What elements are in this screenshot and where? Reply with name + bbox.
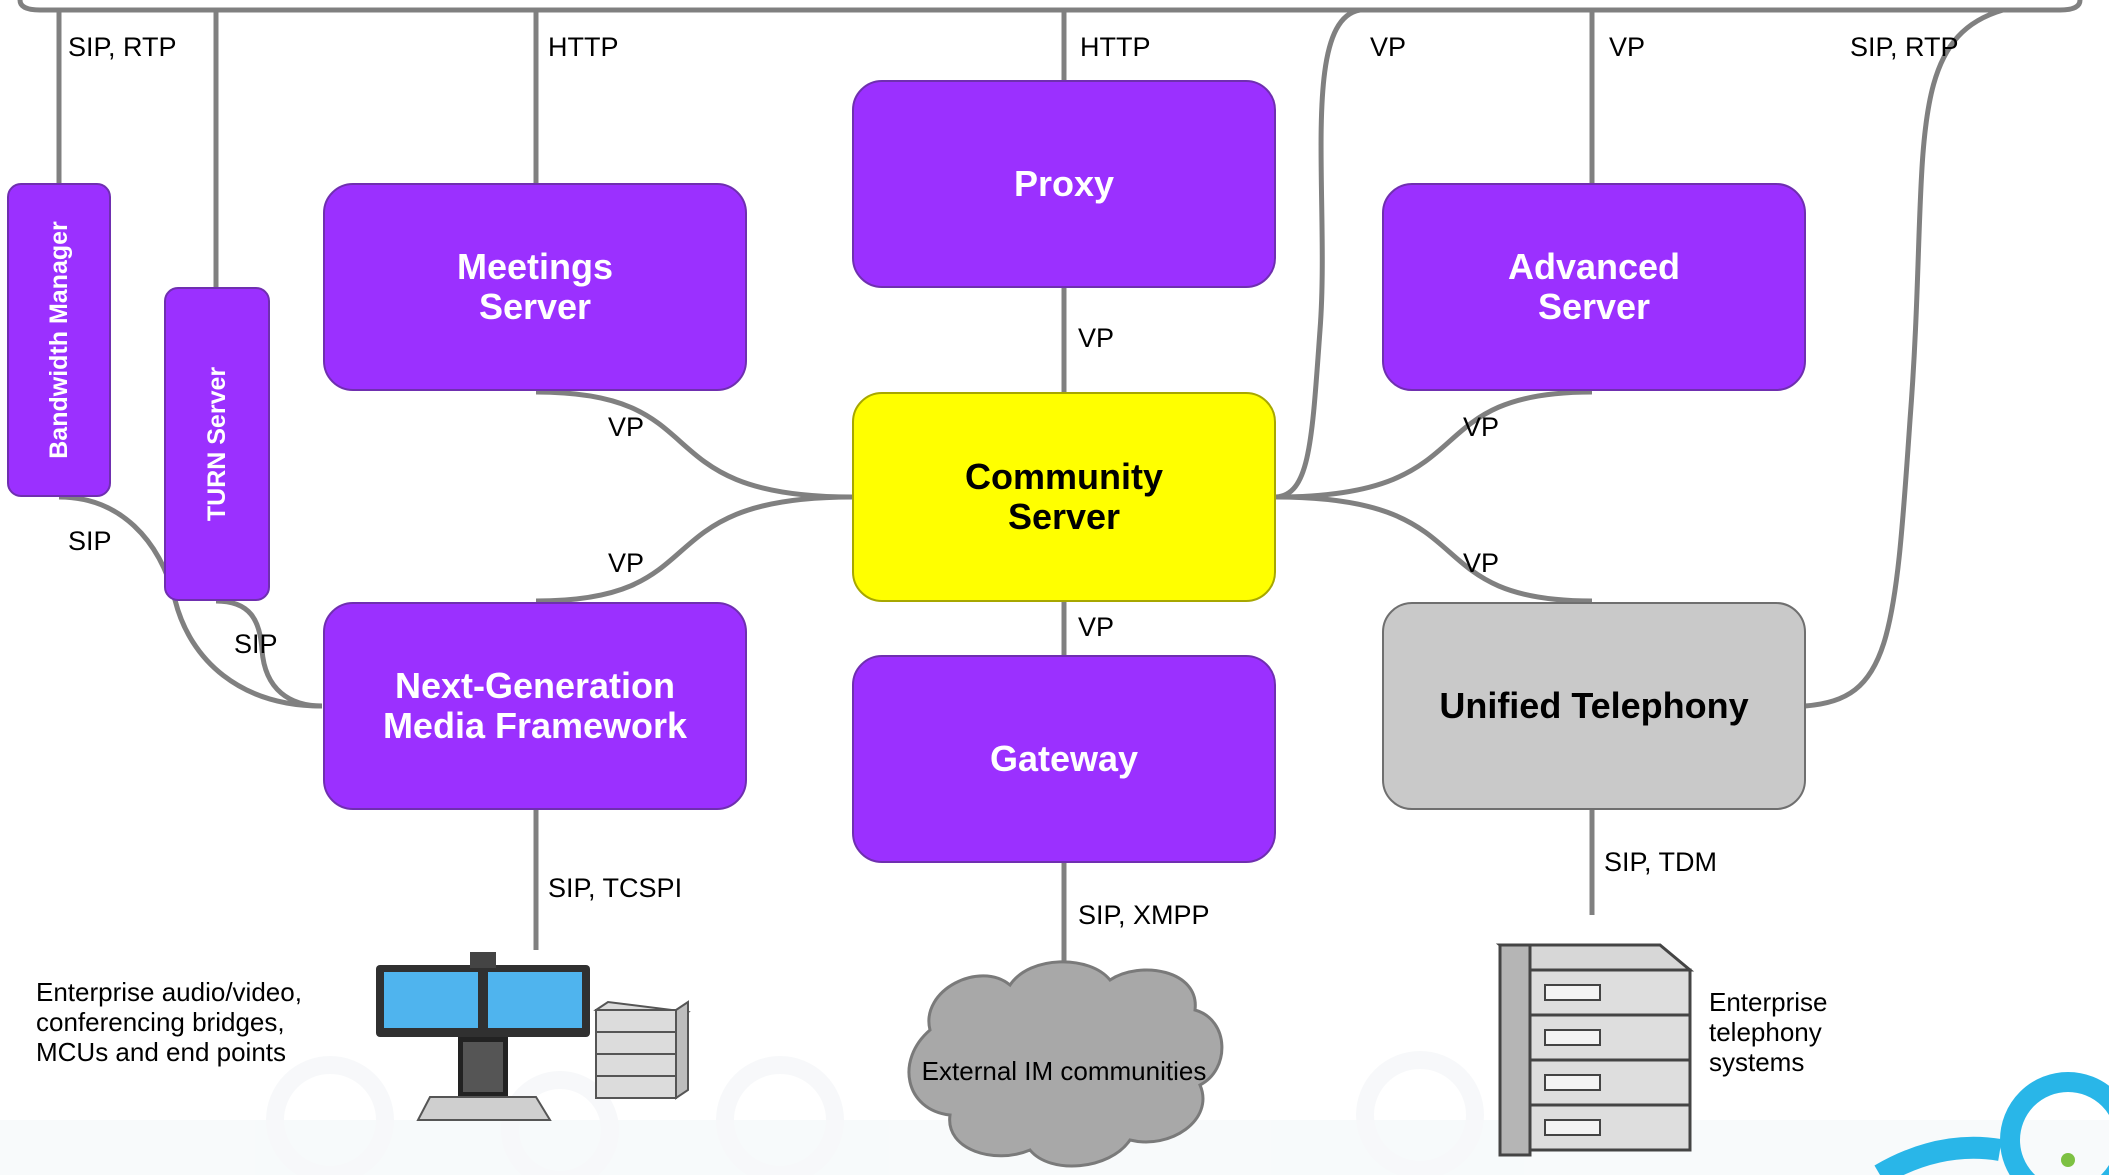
unified-telephony-node: Unified Telephony (1382, 602, 1806, 810)
small-server-stack-icon (593, 1000, 691, 1100)
caption-enterprise-av: Enterprise audio/video, conferencing bri… (36, 977, 302, 1068)
advanced-server-node: Advanced Server (1382, 183, 1806, 391)
label-sip-rtp-left: SIP, RTP (68, 32, 177, 62)
caption-enterprise-av-line1: Enterprise audio/video, (36, 977, 302, 1007)
gateway-label: Gateway (989, 737, 1139, 779)
caption-enterprise-telephony-line3: systems (1709, 1046, 1805, 1077)
ngmf-label-line1: Next-Generation (394, 664, 676, 706)
label-sip-tcspi: SIP, TCSPI (548, 873, 683, 903)
label-sip-bandwidth: SIP (68, 526, 112, 556)
unified-telephony-label: Unified Telephony (1439, 684, 1749, 726)
proxy-node: Proxy (852, 80, 1276, 288)
cloud-shape (907, 960, 1224, 1168)
curve-turn-ngmf (215, 598, 323, 709)
meetings-server-label-line2: Server (478, 286, 592, 327)
label-vp-meetings: VP (608, 412, 645, 442)
meetings-server-node: Meetings Server (323, 183, 747, 391)
label-vp-advanced: VP (1463, 412, 1500, 442)
caption-enterprise-telephony: Enterprise telephony systems (1709, 987, 1828, 1078)
caption-external-im: External IM communities (921, 1056, 1207, 1086)
bandwidth-manager-node: Bandwidth Manager (7, 183, 111, 497)
label-vp-telephony: VP (1463, 548, 1500, 578)
label-vp-gateway: VP (1078, 612, 1115, 642)
ngmf-label-line2: Media Framework (382, 705, 688, 746)
label-vp-top-2: VP (1609, 32, 1646, 62)
caption-enterprise-telephony-line2: telephony (1709, 1016, 1822, 1047)
bandwidth-manager-label: Bandwidth Manager (45, 221, 74, 459)
video-endpoint-icon (376, 952, 590, 1121)
corner-logo (1874, 1072, 2109, 1175)
curve-ngmf-community (535, 494, 853, 604)
label-sip-xmpp: SIP, XMPP (1078, 900, 1210, 930)
advanced-server-label-line1: Advanced (1507, 245, 1681, 287)
label-vp-proxy: VP (1078, 323, 1115, 353)
label-vp-top-1: VP (1370, 32, 1407, 62)
curve-top-telephony (1804, 7, 2004, 709)
turn-server-node: TURN Server (164, 287, 270, 601)
label-http-left: HTTP (548, 32, 619, 62)
top-bus (17, 0, 2083, 13)
label-sip-tdm: SIP, TDM (1604, 847, 1718, 877)
label-sip-rtp-right: SIP, RTP (1850, 32, 1959, 62)
curve-advanced-community (1275, 389, 1593, 500)
connectors (56, 7, 2004, 970)
caption-enterprise-av-line3: MCUs and end points (36, 1036, 287, 1067)
advanced-server-label-line2: Server (1537, 286, 1651, 327)
community-server-node: Community Server (852, 392, 1276, 602)
turn-server-label: TURN Server (203, 366, 232, 522)
label-sip-turn: SIP (234, 629, 278, 659)
community-server-label-line2: Server (1007, 496, 1121, 537)
curve-meetings-community (535, 389, 853, 500)
caption-enterprise-av-line2: conferencing bridges, (36, 1006, 285, 1037)
label-vp-ngmf: VP (608, 548, 645, 578)
meetings-server-label-line1: Meetings (456, 245, 614, 287)
label-http-center: HTTP (1080, 32, 1151, 62)
caption-enterprise-telephony-line1: Enterprise (1709, 987, 1828, 1017)
curve-top-community (1275, 7, 1361, 500)
next-generation-media-framework-node: Next-Generation Media Framework (323, 602, 747, 810)
gateway-node: Gateway (852, 655, 1276, 863)
telephony-server-stack-icon (1495, 943, 1695, 1157)
proxy-label: Proxy (1013, 162, 1115, 204)
curve-telephony-community (1275, 494, 1593, 604)
community-server-label-line1: Community (965, 455, 1163, 497)
